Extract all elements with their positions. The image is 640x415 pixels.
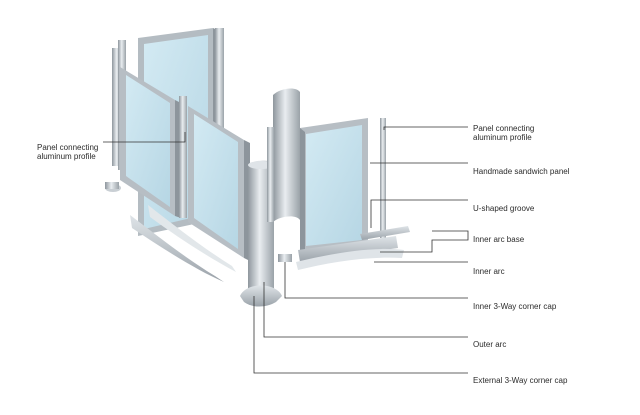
leader-left-profile bbox=[103, 132, 186, 143]
label-outer-arc: Outer arc bbox=[473, 340, 507, 349]
label-inner-corner-cap: Inner 3-Way corner cap bbox=[473, 302, 557, 311]
right-profile-post bbox=[380, 118, 386, 238]
label-sandwich-panel: Handmade sandwich panel bbox=[473, 167, 570, 176]
label-left-panel-profile-line2: aluminum profile bbox=[37, 152, 96, 161]
leader-outer-arc bbox=[263, 282, 468, 338]
leader-u-groove bbox=[370, 199, 468, 228]
left-base-feet bbox=[105, 182, 121, 192]
label-external-corner-cap: External 3-Way corner cap bbox=[473, 376, 568, 385]
label-u-groove: U-shaped groove bbox=[473, 204, 535, 213]
right-sandwich-panel bbox=[300, 118, 368, 252]
label-left-panel-profile-line1: Panel connecting bbox=[37, 143, 99, 152]
label-right-panel-profile: Panel connecting aluminum profile bbox=[473, 124, 534, 142]
leader-right-profile bbox=[383, 126, 468, 130]
external-corner-cap bbox=[240, 285, 282, 307]
center-sandwich-panel bbox=[188, 106, 250, 261]
label-right-panel-profile-line1: Panel connecting bbox=[473, 124, 535, 133]
inner-arc-piece bbox=[296, 248, 404, 270]
u-shaped-groove bbox=[360, 226, 410, 240]
leader-lines bbox=[103, 126, 469, 374]
right-small-profile bbox=[267, 127, 274, 222]
left-bottom-arc bbox=[130, 205, 236, 282]
center-curved-profile bbox=[273, 88, 300, 222]
inner-corner-cap bbox=[278, 254, 292, 262]
label-right-panel-profile-line2: aluminum profile bbox=[473, 133, 532, 142]
back-pole bbox=[215, 28, 224, 218]
middle-profile-post bbox=[179, 96, 187, 218]
leader-external-cap bbox=[253, 296, 468, 374]
leader-inner-arc-base bbox=[380, 230, 469, 253]
label-inner-arc: Inner arc bbox=[473, 267, 505, 276]
label-left-panel-profile: Panel connecting aluminum profile bbox=[37, 143, 98, 161]
label-inner-arc-base: Inner arc base bbox=[473, 235, 525, 244]
leader-inner-cap bbox=[284, 262, 468, 299]
inner-arc-base bbox=[298, 236, 398, 262]
